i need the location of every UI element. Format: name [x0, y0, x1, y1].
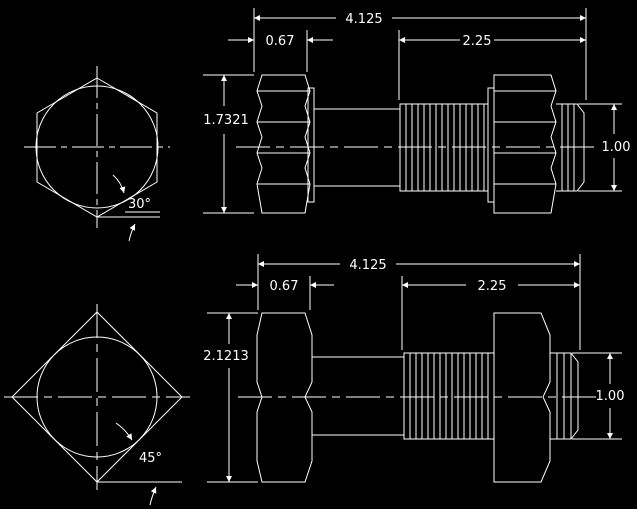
- hex-overall-length-label: 4.125: [345, 12, 382, 27]
- square-bolt-side-view: [207, 254, 622, 483]
- hex-angle-arc-arrow: [112, 174, 126, 194]
- square-nut: [493, 312, 551, 483]
- square-overall-length-label: 4.125: [349, 258, 386, 273]
- square-angle-arc-arrow: [115, 422, 133, 441]
- square-thread-length-label: 2.25: [478, 279, 507, 294]
- square-angle-label: 45°: [139, 451, 162, 466]
- hex-nut: [493, 74, 557, 214]
- hex-angle-label: 30°: [128, 197, 151, 212]
- hex-diameter-label: 1.00: [602, 140, 631, 155]
- square-across-flats-label: 2.1213: [203, 349, 249, 364]
- hex-bolt-washer-face: [307, 87, 315, 203]
- square-angle-lower-arrow: [149, 486, 157, 506]
- hex-bolt-end-view: [24, 66, 170, 242]
- square-bolt-tip: [550, 352, 579, 440]
- hex-angle-lower-arrow: [128, 223, 136, 242]
- square-diameter-label: 1.00: [596, 389, 625, 404]
- hex-across-flats-label: 1.7321: [203, 113, 249, 128]
- square-thread-lines: [409, 353, 489, 439]
- hex-head-height-label: 0.67: [266, 34, 295, 49]
- square-bolt-head: [256, 312, 313, 483]
- square-head-height-label: 0.67: [270, 279, 299, 294]
- hex-bolt-side-view: [203, 8, 622, 214]
- square-bolt-end-view: [4, 304, 190, 506]
- hex-thread-length-label: 2.25: [463, 34, 492, 49]
